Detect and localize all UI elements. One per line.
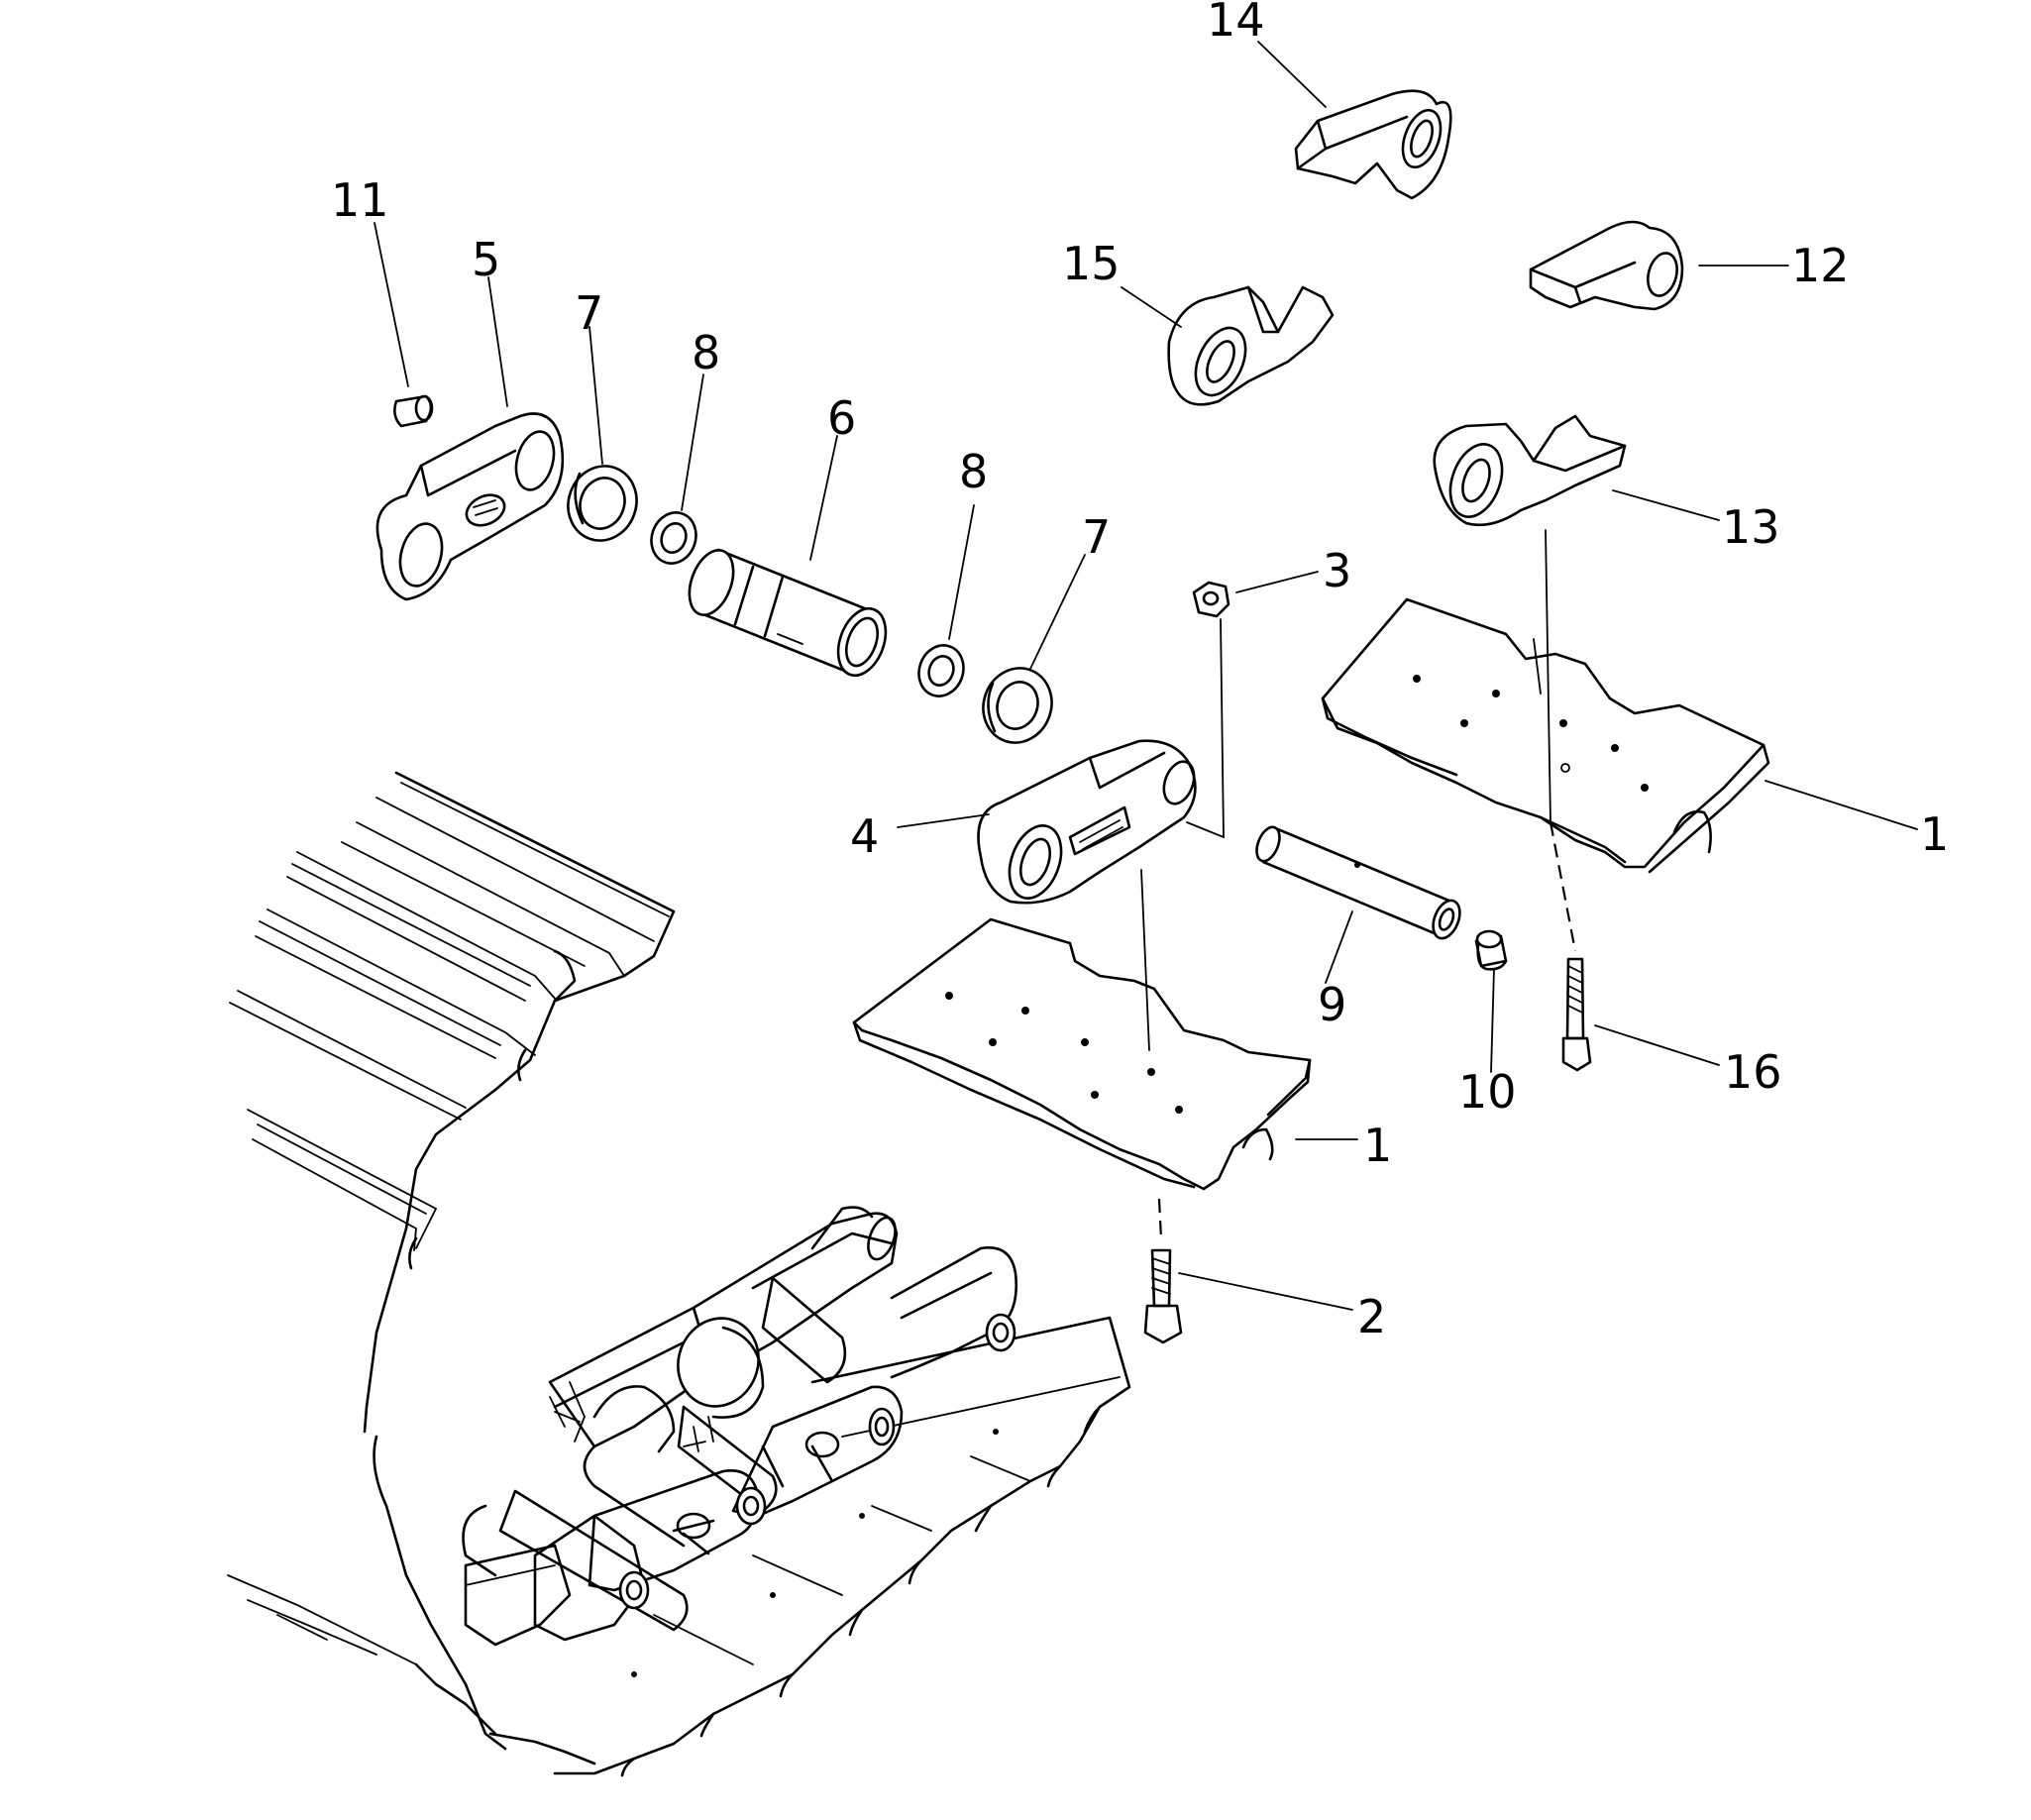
- nut-3: [1192, 581, 1230, 618]
- seal-7-left: [567, 465, 638, 542]
- link-part-12: [1529, 220, 1684, 311]
- bushing-6: [688, 548, 888, 678]
- callout-labels: 14 12 15 13 11 5 7 8 6 8 7 3 1 4 9 10 16…: [331, 0, 1949, 1343]
- callout-9: 9: [1318, 978, 1346, 1031]
- spacer-10: [1474, 929, 1508, 971]
- callout-15: 15: [1062, 237, 1121, 290]
- callout-7-left: 7: [575, 286, 603, 340]
- seal-7-right: [982, 667, 1053, 744]
- callout-16: 16: [1724, 1045, 1782, 1099]
- callout-11: 11: [331, 173, 389, 227]
- pin-9: [1255, 825, 1461, 940]
- callout-8-right: 8: [959, 445, 988, 498]
- callout-8-left: 8: [692, 326, 720, 379]
- link-part-13: [1433, 414, 1627, 527]
- link-part-14: [1294, 89, 1452, 200]
- assembled-track-illustration: [227, 771, 1131, 1777]
- master-link-4: [977, 739, 1197, 905]
- ring-8-right: [917, 644, 965, 697]
- plug-11: [393, 394, 434, 428]
- callout-4: 4: [850, 809, 879, 863]
- callout-1-right: 1: [1920, 807, 1949, 861]
- callout-7-right: 7: [1082, 510, 1111, 564]
- link-part-15: [1167, 285, 1335, 406]
- callout-6: 6: [827, 391, 856, 445]
- track-shoe-1-left: [852, 917, 1312, 1191]
- track-shoe-1-right: [1321, 597, 1770, 874]
- bolt-2: [1143, 1248, 1183, 1344]
- callout-1-left: 1: [1363, 1119, 1392, 1172]
- assembly-lines: [1140, 529, 1577, 1239]
- callout-3: 3: [1323, 544, 1351, 597]
- callout-12: 12: [1791, 239, 1850, 292]
- ring-8-left: [650, 511, 697, 565]
- callout-13: 13: [1722, 500, 1780, 554]
- callout-5: 5: [472, 233, 500, 286]
- callout-2: 2: [1357, 1290, 1386, 1343]
- bolt-16: [1561, 957, 1592, 1072]
- leader-lines: [374, 41, 1918, 1311]
- callout-14: 14: [1207, 0, 1265, 47]
- callout-10: 10: [1458, 1065, 1517, 1119]
- master-link-5: [375, 412, 565, 601]
